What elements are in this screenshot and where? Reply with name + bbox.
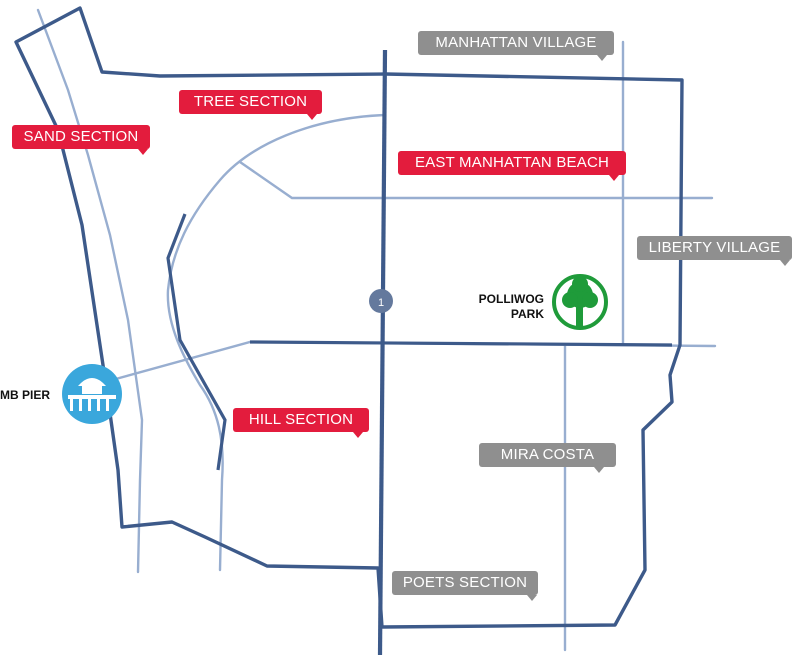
highway-1 xyxy=(377,49,388,656)
label-mira-costa-text: MIRA COSTA xyxy=(500,446,595,463)
label-mira-costa[interactable]: MIRA COSTA xyxy=(479,443,616,473)
manhattan-ave xyxy=(166,213,227,471)
label-tree-section[interactable]: TREE SECTION xyxy=(179,90,322,120)
label-hill-section[interactable]: HILL SECTION xyxy=(233,408,369,438)
label-sand-section[interactable]: SAND SECTION xyxy=(12,125,150,155)
tree-icon xyxy=(552,274,608,330)
mb-pier-label[interactable]: MB PIER xyxy=(0,388,51,402)
manhattan-beach-blvd xyxy=(249,340,673,347)
label-poets-section[interactable]: POETS SECTION xyxy=(392,571,538,601)
arc-road xyxy=(166,113,387,572)
label-tree-section-text: TREE SECTION xyxy=(193,93,308,110)
connector-road xyxy=(238,160,714,200)
polliwog-park-line2: PARK xyxy=(510,307,544,321)
label-east-manhattan-beach[interactable]: EAST MANHATTAN BEACH xyxy=(398,151,626,181)
label-manhattan-village[interactable]: MANHATTAN VILLAGE xyxy=(418,31,614,61)
label-manhattan-village-text: MANHATTAN VILLAGE xyxy=(435,34,597,51)
road-network xyxy=(36,8,717,652)
label-poets-section-text: POETS SECTION xyxy=(402,574,528,591)
highway-marker: 1 xyxy=(369,289,393,313)
label-liberty-village[interactable]: LIBERTY VILLAGE xyxy=(637,236,792,266)
coast-road xyxy=(36,8,144,574)
district-boundary xyxy=(14,6,684,629)
polliwog-park-line1: POLLIWOG xyxy=(478,292,544,306)
label-east-manhattan-beach-text: EAST MANHATTAN BEACH xyxy=(414,154,610,171)
highway-marker-label: 1 xyxy=(378,297,384,309)
polliwog-park-label[interactable]: POLLIWOG PARK xyxy=(468,292,544,322)
label-sand-section-text: SAND SECTION xyxy=(23,128,139,145)
pier-road xyxy=(110,340,717,382)
label-liberty-village-text: LIBERTY VILLAGE xyxy=(648,239,781,256)
label-hill-section-text: HILL SECTION xyxy=(248,411,354,428)
pier-icon xyxy=(62,364,122,424)
